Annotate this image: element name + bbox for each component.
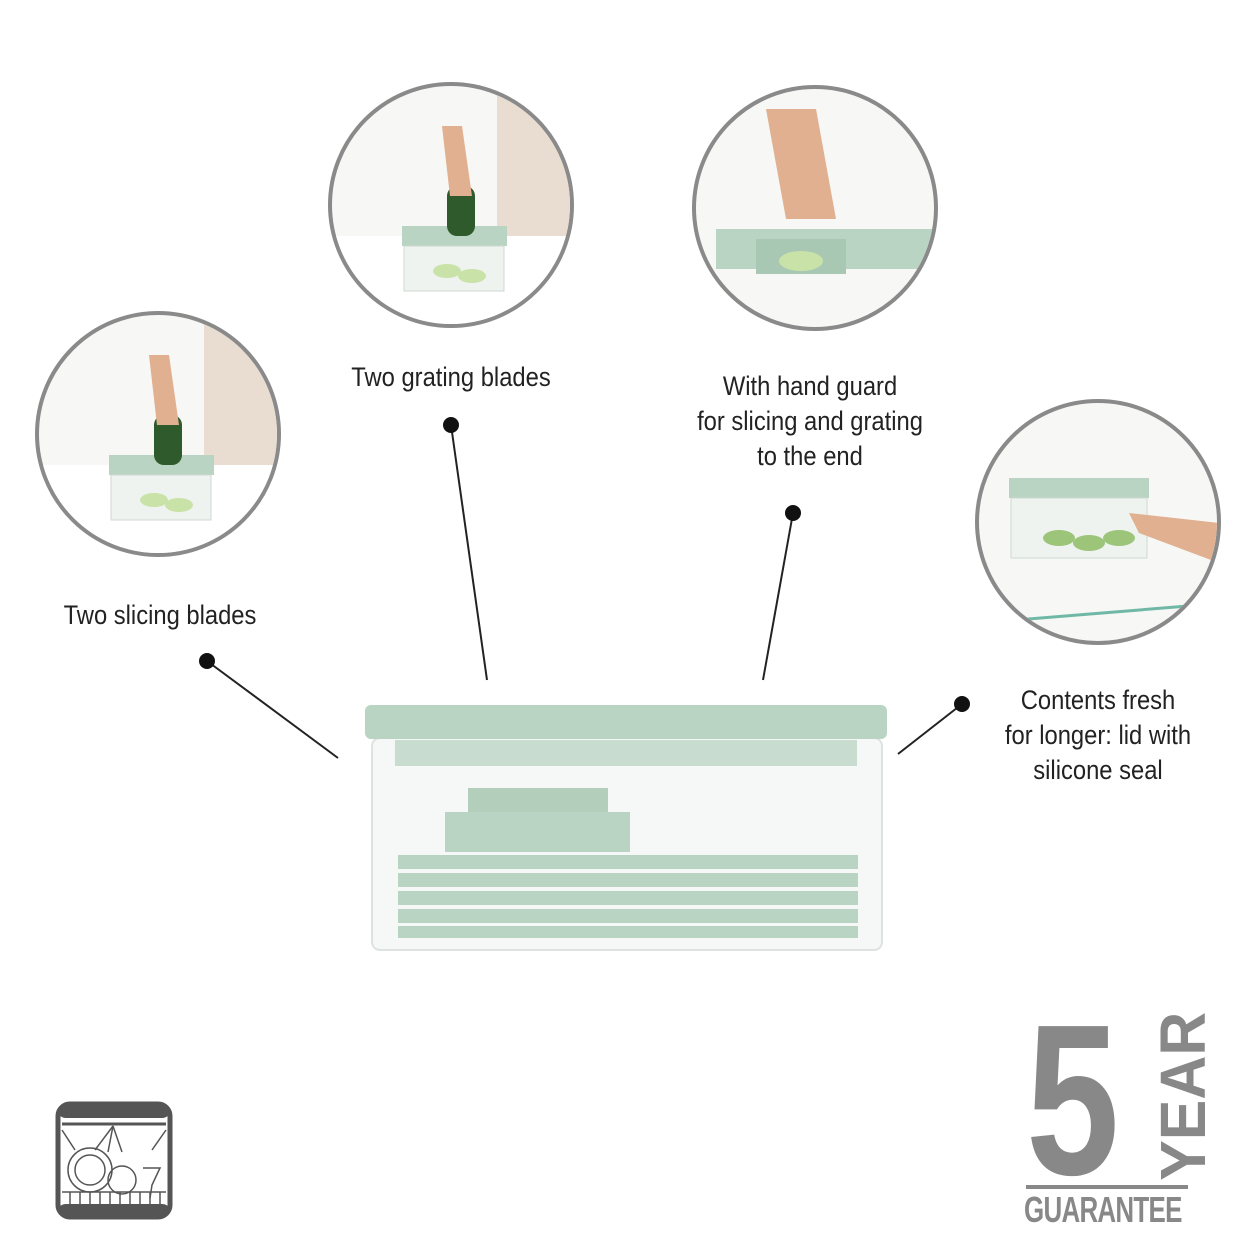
guarantee-divider [1026,1185,1188,1189]
guarantee-unit: YEAR [1147,1011,1219,1181]
label-line: Two grating blades [351,362,551,392]
callout-line-slicing [206,660,339,759]
callout-line-hand-guard [762,512,794,681]
callout-dot [443,417,459,433]
label-lid-seal: Contents fresh for longer: lid with sili… [977,683,1220,788]
label-line: silicone seal [1033,755,1163,785]
callout-dot [785,505,801,521]
callout-line-grating [450,424,488,681]
guarantee-number: 5 [1026,979,1120,1220]
guarantee-word: GUARANTEE [1024,1189,1182,1230]
label-two-slicing-blades: Two slicing blades [46,598,275,633]
callout-dot [954,696,970,712]
photo-slicing [35,311,281,557]
photo-hand-guard [692,85,938,331]
label-line: for longer: lid with [1004,720,1192,750]
label-hand-guard: With hand guard for slicing and grating … [678,369,942,474]
photo-grating [328,82,574,328]
photo-lid [975,399,1221,645]
label-line: for slicing and grating [697,406,923,436]
label-two-grating-blades: Two grating blades [336,360,567,395]
label-line: With hand guard [722,371,898,401]
callout-dot [199,653,215,669]
label-line: to the end [757,441,863,471]
callout-line-lid [897,703,963,755]
label-line: Contents fresh [1020,685,1176,715]
label-line: Two slicing blades [63,600,257,630]
